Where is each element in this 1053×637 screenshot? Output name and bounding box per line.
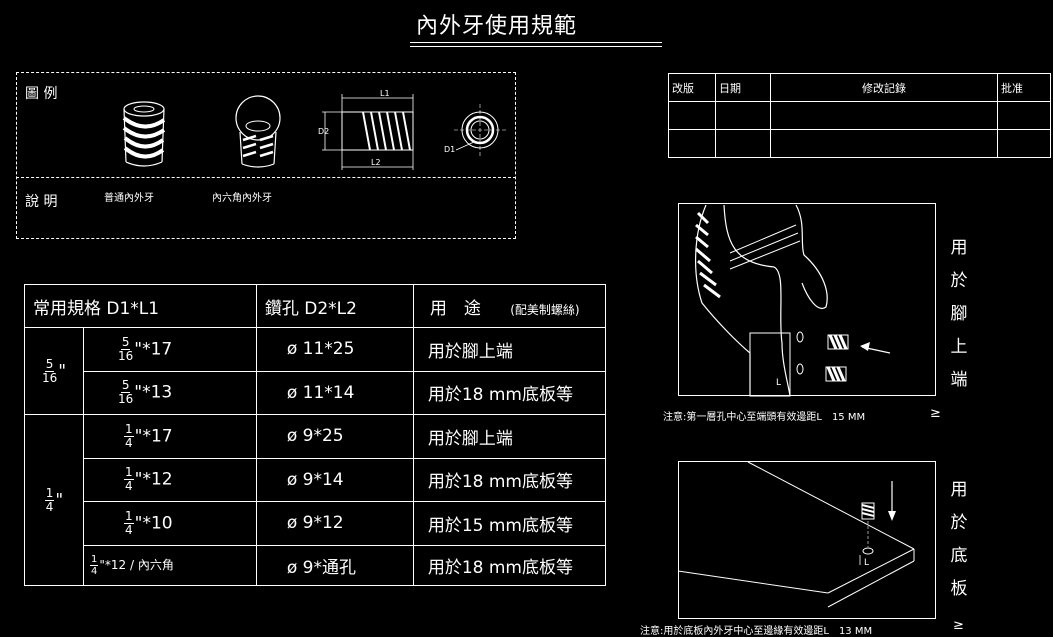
header-drill: 鑽孔 D2*L2 bbox=[255, 284, 414, 328]
drill-cell: ø 11*14 bbox=[255, 370, 414, 416]
page-title: 內外牙使用規範 bbox=[416, 14, 578, 39]
note-upper-symbol: ≥ bbox=[930, 406, 941, 421]
note-lower: 注意:用於底板內外牙中心至邊緣有效邊距L 13 MM bbox=[640, 626, 873, 637]
dimension-side-view: L1 D2 L2 bbox=[318, 89, 414, 170]
legend-divider bbox=[16, 177, 516, 178]
legend-box bbox=[16, 72, 516, 239]
rev-header-date: 日期 bbox=[715, 73, 771, 102]
rev-header-version: 改版 bbox=[668, 73, 716, 102]
dim-D2: D2 bbox=[318, 127, 329, 136]
caption-normal-insert: 普通內外牙 bbox=[104, 193, 154, 204]
dim-L1: L1 bbox=[380, 89, 390, 98]
usage-cell: 用於18 mm底板等 bbox=[412, 457, 607, 503]
leg-top-illustration bbox=[678, 203, 936, 396]
drill-cell: ø 9*25 bbox=[255, 414, 414, 459]
legend-label: 圖 例 bbox=[25, 86, 58, 102]
description-label: 說 明 bbox=[25, 194, 58, 210]
usage-cell: 用於18 mm底板等 bbox=[412, 544, 607, 587]
leg-top-drawing: L bbox=[695, 204, 891, 397]
drill-cell: ø 9*12 bbox=[255, 501, 414, 546]
drill-cell: ø 11*25 bbox=[255, 327, 414, 372]
header-usage: 用 途 (配美制螺絲) bbox=[412, 284, 607, 328]
title-underline bbox=[410, 42, 662, 43]
drill-cell: ø 9*通孔 bbox=[255, 544, 414, 587]
revision-row bbox=[668, 101, 1051, 130]
side-label-bottom-board: 用於底板 bbox=[950, 480, 968, 599]
usage-cell: 用於18 mm底板等 bbox=[412, 370, 607, 416]
header-spec: 常用規格 D1*L1 bbox=[24, 284, 257, 328]
usage-cell: 用於15 mm底板等 bbox=[412, 501, 607, 546]
revision-header-row: 改版 日期 修改記錄 批准 bbox=[668, 73, 1051, 102]
revision-table: 改版 日期 修改記錄 批准 bbox=[668, 73, 1051, 158]
title-underline-2 bbox=[410, 46, 662, 47]
dimension-end-view: D1 bbox=[444, 104, 506, 156]
revision-row bbox=[668, 129, 1051, 158]
spec-header-row: 常用規格 D1*L1 鑽孔 D2*L2 用 途 (配美制螺絲) bbox=[24, 284, 607, 328]
header-usage-label: 用 途 bbox=[429, 298, 481, 319]
caption-hex-insert: 內六角內外牙 bbox=[212, 193, 272, 204]
note-lower-symbol: ≥ bbox=[953, 618, 964, 633]
normal-insert-drawing bbox=[122, 101, 166, 167]
note-upper: 注意:第一層孔中心至端頭有效邊距L 15 MM bbox=[663, 412, 866, 423]
drill-cell: ø 9*14 bbox=[255, 457, 414, 503]
label-L-upper: L bbox=[776, 378, 781, 388]
bottom-board-illustration bbox=[678, 461, 936, 619]
rev-header-record: 修改記錄 bbox=[770, 73, 998, 102]
header-usage-note: (配美制螺絲) bbox=[510, 302, 580, 317]
hex-insert-drawing bbox=[235, 95, 281, 168]
dim-D1: D1 bbox=[444, 145, 455, 154]
usage-cell: 用於腳上端 bbox=[412, 414, 607, 459]
side-label-leg-top: 用於腳上端 bbox=[950, 238, 968, 390]
usage-cell: 用於腳上端 bbox=[412, 327, 607, 372]
rev-header-approval: 批准 bbox=[997, 73, 1051, 102]
bottom-board-drawing: L bbox=[677, 461, 915, 608]
dim-L2: L2 bbox=[371, 158, 381, 167]
label-L-lower: L bbox=[864, 558, 869, 568]
